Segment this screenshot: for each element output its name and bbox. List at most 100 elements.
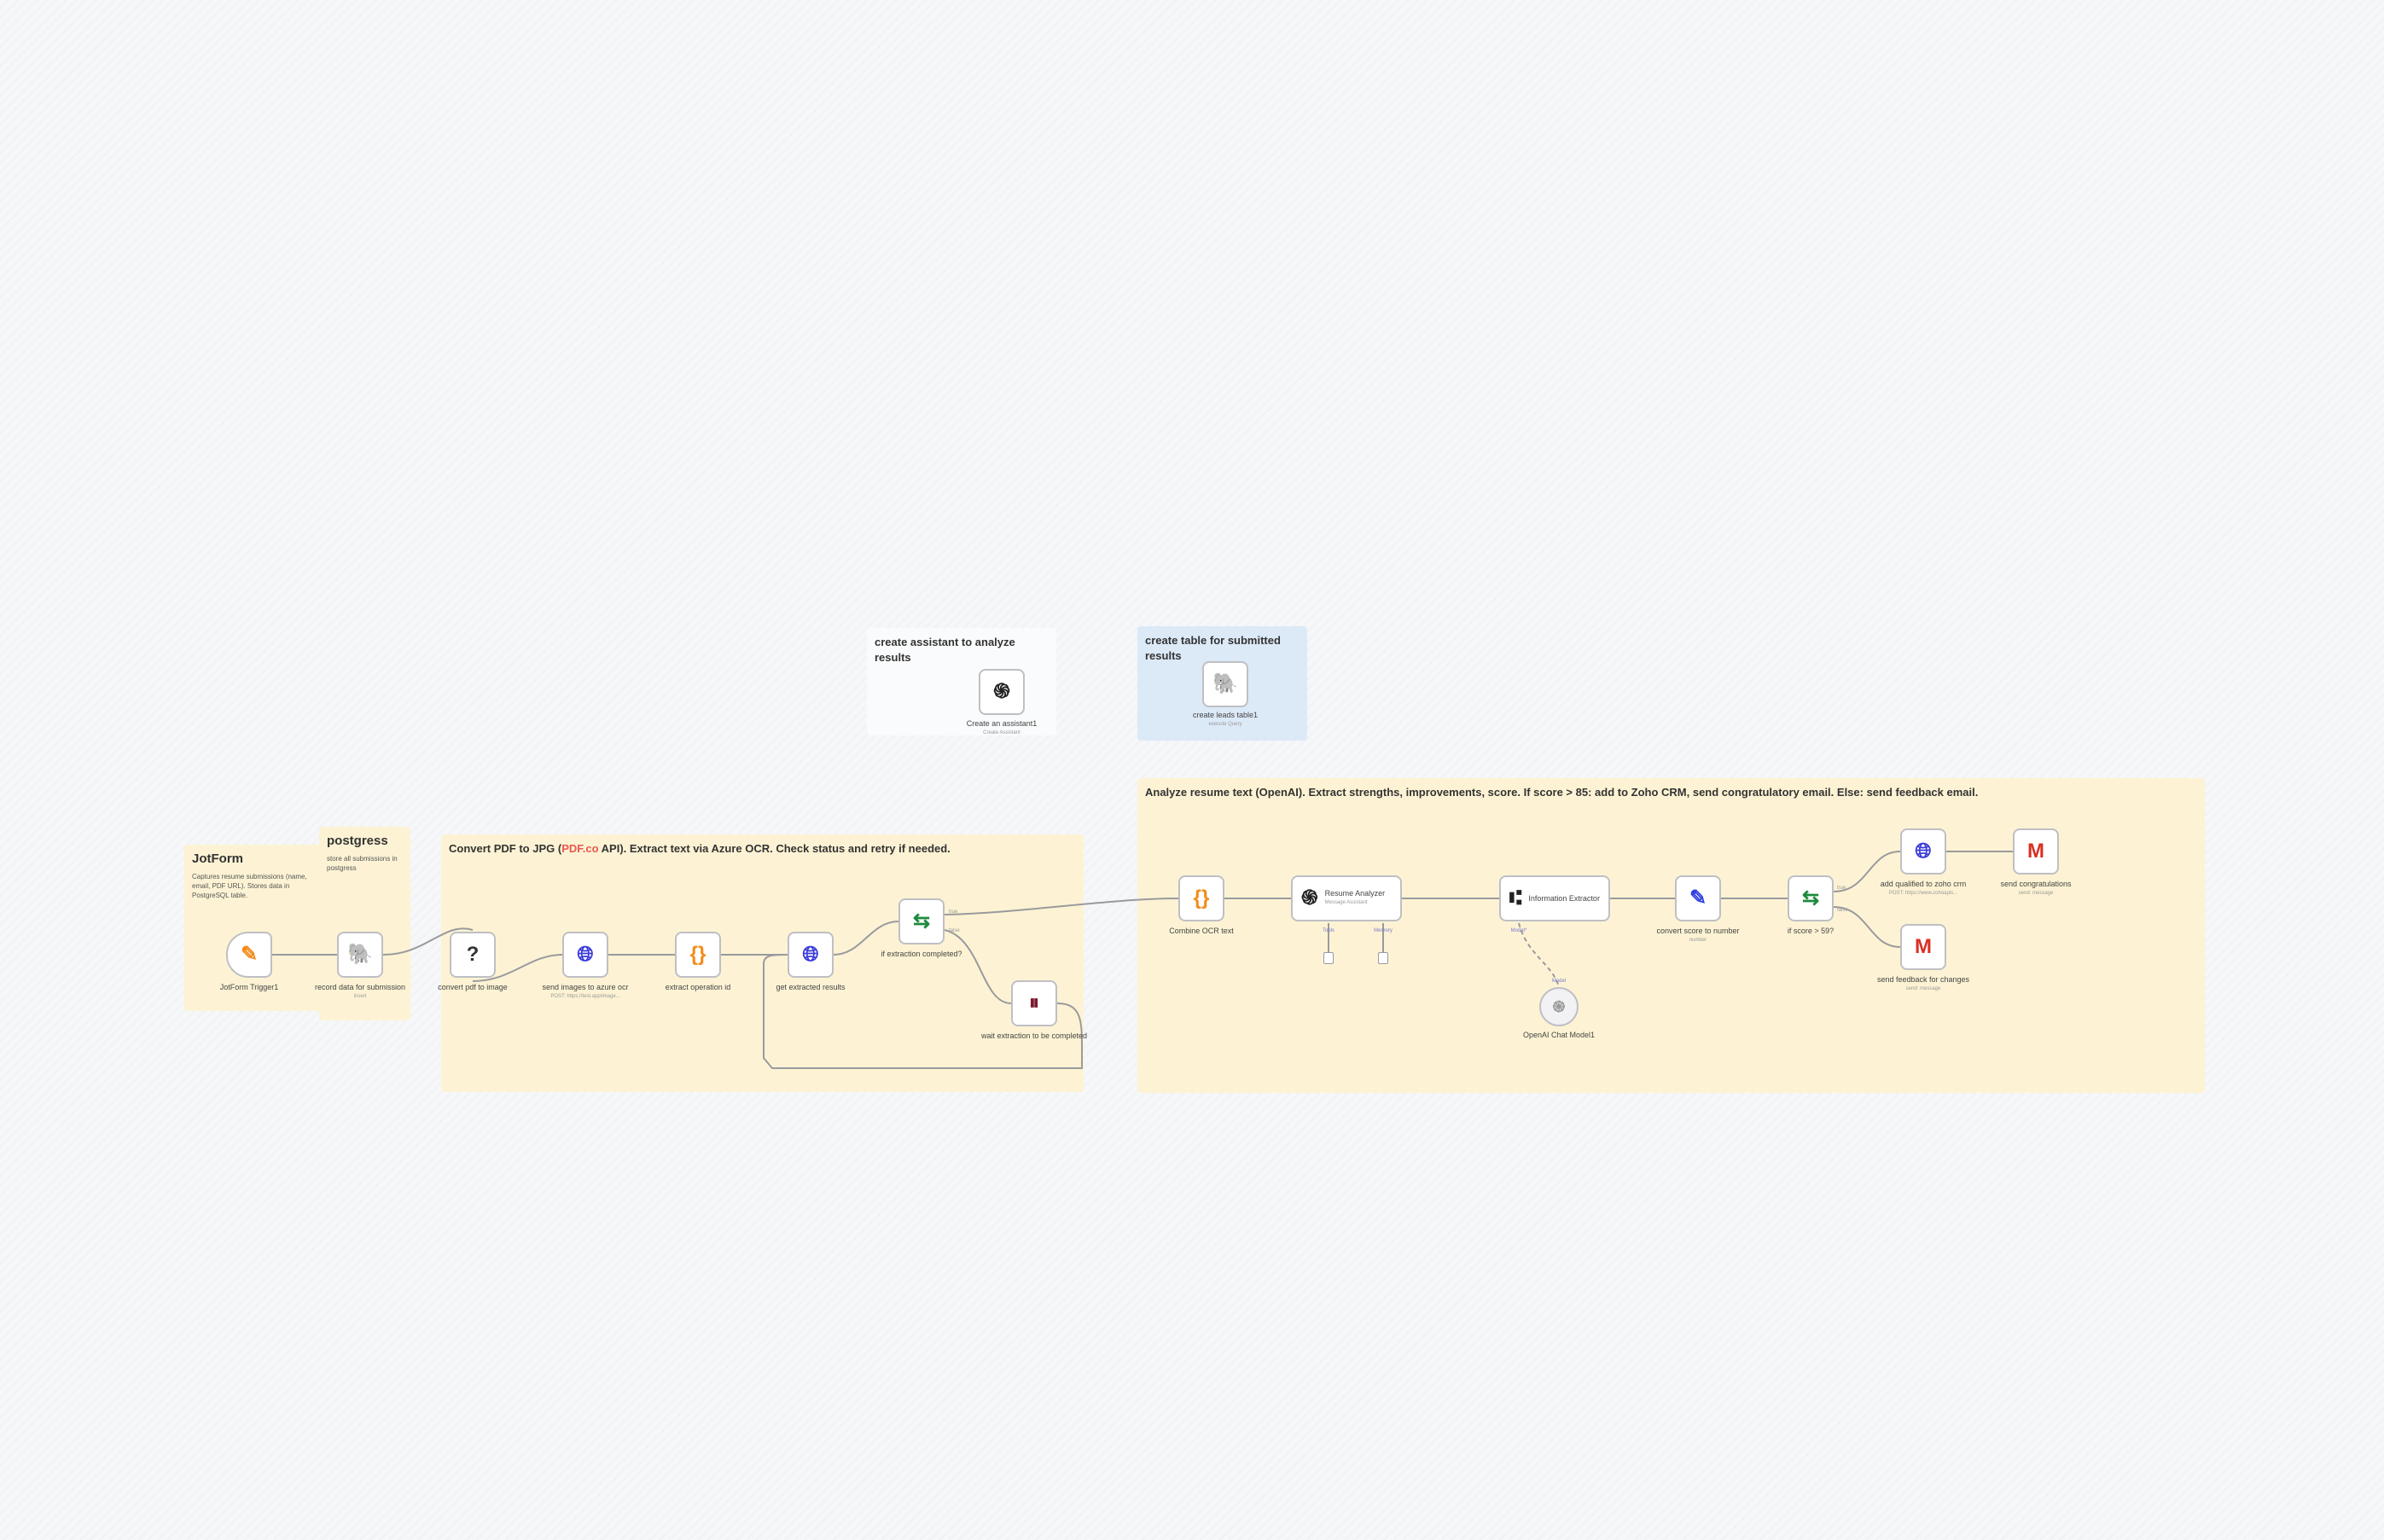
node-convert-score[interactable]: ✎ (1675, 875, 1721, 921)
edge (472, 954, 563, 982)
branch-true: true (949, 909, 958, 915)
node-chat-model[interactable]: ֍ (1539, 987, 1579, 1026)
node-label: convert pdf to image (438, 983, 508, 991)
postgres-elephant-icon: 🐘 (347, 943, 373, 966)
port-label-model: Model* (1510, 928, 1527, 933)
port-label-model: Model (1551, 979, 1567, 984)
port-label-memory: Memory (1374, 928, 1393, 933)
node-label: if score > 59? (1787, 927, 1835, 935)
node-label: JotForm Trigger1 (219, 983, 279, 991)
node-label: OpenAI Chat Model1 (1522, 1031, 1596, 1039)
code-braces-icon: {} (689, 943, 706, 966)
node-extract-op[interactable]: {} (675, 932, 721, 978)
pause-icon: ⏸︎ (1029, 991, 1039, 1014)
label-text: create leads table1 (1192, 711, 1259, 719)
node-label: Information Extractor (1528, 893, 1600, 903)
edge (1833, 851, 1901, 892)
title-text: API). Extract text via Azure OCR. Check … (598, 842, 951, 855)
sticky-title: JotForm (192, 851, 243, 866)
node-combine-ocr[interactable]: {} (1178, 875, 1224, 921)
code-braces-icon: {} (1193, 886, 1210, 909)
branch-true: true (1837, 886, 1846, 891)
edge (763, 954, 1084, 1069)
edge (944, 898, 1179, 915)
label-sub: POST: https://www.zohoapis... (1888, 891, 1958, 896)
label-text: send images to azure ocr (542, 983, 629, 991)
sticky-jotform[interactable]: JotForm Captures resume submissions (nam… (184, 845, 327, 1011)
node-label: send congratulations send: message (1972, 880, 2100, 898)
label-sub: insert (353, 994, 367, 999)
label-sub: Message Assistant (1324, 900, 1368, 905)
port-label-tools: Tools (1322, 928, 1334, 933)
node-jotform-trigger[interactable]: ✎ (226, 932, 272, 978)
node-label: if extraction completed? (881, 950, 962, 958)
branch-false: false (949, 928, 960, 933)
node-label: get extracted results (776, 983, 846, 991)
node-label: wait extraction to be completed (980, 1032, 1088, 1040)
pencil-icon: ✎ (1689, 886, 1707, 909)
add-memory-button[interactable] (1378, 952, 1388, 964)
node-label: record data for submission insert (296, 983, 424, 1002)
node-if-score[interactable]: ⇆ (1788, 875, 1834, 921)
node-wait[interactable]: ⏸︎ (1011, 980, 1057, 1026)
edge (1328, 923, 1384, 956)
sticky-title: create assistant to analyze results (875, 636, 1015, 664)
label-text: convert score to number (1656, 927, 1740, 935)
question-mark-icon: ? (466, 943, 480, 966)
edge (1833, 906, 1901, 948)
label-sub: send: message (1905, 986, 1941, 991)
edge (833, 921, 899, 956)
node-send-images[interactable]: 🌐︎ (562, 932, 608, 978)
jotform-pencil-icon: ✎ (240, 943, 259, 966)
edge-model (1518, 922, 1560, 988)
label-text: record data for submission (314, 983, 406, 991)
openai-icon: ֍ (1552, 998, 1566, 1015)
node-label: convert score to number number (1634, 927, 1762, 945)
edge (944, 929, 1012, 1004)
node-add-zoho[interactable]: 🌐︎ (1900, 828, 1946, 875)
if-signpost-icon: ⇆ (1801, 886, 1820, 909)
globe-icon: 🌐︎ (802, 943, 819, 966)
node-record-data[interactable]: 🐘 (337, 932, 383, 978)
node-info-extractor[interactable]: ⑆ Information Extractor (1499, 875, 1610, 921)
gmail-icon: M (2027, 840, 2044, 863)
node-label: send feedback for changes send: message (1859, 975, 1987, 994)
add-tool-button[interactable] (1323, 952, 1334, 964)
node-label: Combine OCR text (1169, 927, 1234, 935)
node-if-extraction[interactable]: ⇆ (898, 898, 945, 944)
node-get-results[interactable]: 🌐︎ (788, 932, 834, 978)
title-highlight: PDF.co (561, 842, 599, 855)
sticky-title: Convert PDF to JPG (PDF.co API). Extract… (449, 841, 1076, 857)
openai-icon: ֍ (993, 680, 1010, 703)
label-text: Create an assistant1 (966, 719, 1038, 728)
node-send-feedback[interactable]: M (1900, 924, 1946, 970)
openai-icon: ֍ (1301, 886, 1318, 909)
if-signpost-icon: ⇆ (912, 909, 931, 933)
label-sub: number (1689, 938, 1707, 943)
sticky-assistant[interactable]: create assistant to analyze results (867, 628, 1056, 735)
node-create-table[interactable]: 🐘 (1202, 661, 1248, 707)
branch-false: false (1837, 908, 1848, 913)
edge (382, 927, 474, 956)
sticky-title: postgress (327, 834, 388, 848)
node-send-congrats[interactable]: M (2013, 828, 2059, 875)
label-sub: POST: https://test.app/image... (550, 994, 620, 999)
label-sub: send: message (2018, 891, 2054, 896)
sticky-postgres[interactable]: postgress store all submissions in postg… (319, 827, 410, 1020)
extractor-icon: ⑆ (1509, 886, 1522, 909)
label-text: add qualified to zoho crm (1880, 880, 1967, 888)
node-create-assistant[interactable]: ֍ (979, 669, 1025, 715)
postgres-elephant-icon: 🐘 (1212, 672, 1238, 695)
node-convert-pdf[interactable]: ? (450, 932, 496, 978)
gmail-icon: M (1915, 935, 1932, 958)
sticky-body: Captures resume submissions (name, email… (192, 873, 307, 899)
sticky-title: Analyze resume text (OpenAI). Extract st… (1145, 786, 1979, 799)
label-text: send feedback for changes (1876, 975, 1970, 984)
label-text: send congratulations (2000, 880, 2072, 888)
